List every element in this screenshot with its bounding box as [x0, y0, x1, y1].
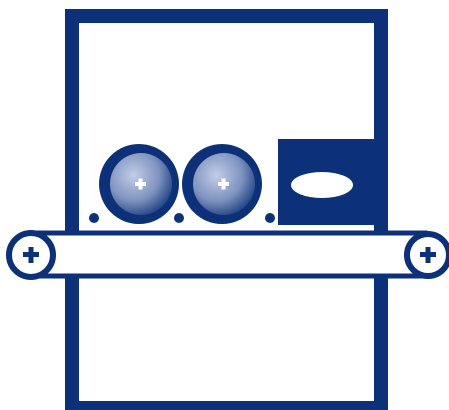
- left-connector: [6, 230, 56, 280]
- cell-1-dot: [89, 213, 99, 223]
- negative-terminal: [265, 139, 376, 225]
- plus-icon: [218, 178, 229, 190]
- connector-strip: [33, 230, 428, 279]
- plus-icon: [420, 247, 436, 263]
- plus-icon: [135, 178, 146, 190]
- right-connector: [404, 231, 449, 279]
- cell-2: [174, 144, 262, 224]
- cell-1: [89, 144, 179, 224]
- plus-icon: [23, 247, 39, 263]
- minus-icon: [291, 172, 353, 198]
- cell-3-dot: [265, 213, 275, 223]
- cell-2-dot: [174, 213, 184, 223]
- housing-frame: [65, 9, 388, 410]
